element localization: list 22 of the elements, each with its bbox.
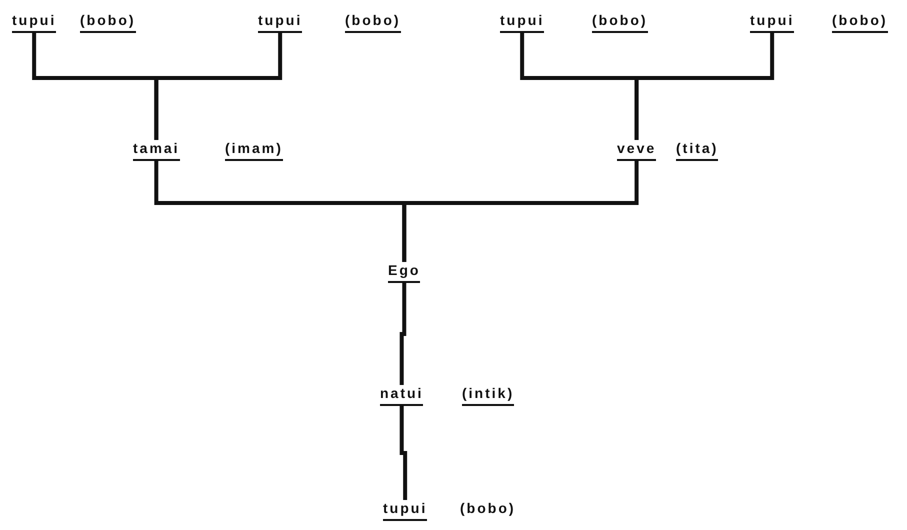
- alternate-term: (tita): [676, 140, 718, 161]
- kin-term: natui: [380, 385, 424, 406]
- alternate-term: (bobo): [832, 12, 888, 33]
- kinship-line: [400, 406, 408, 500]
- kinship-line: [154, 33, 282, 140]
- kin-term: veve: [617, 140, 656, 161]
- alternate-term: (bobo): [80, 12, 136, 33]
- kin-term: tupui: [383, 500, 428, 521]
- kinship-line: [400, 283, 406, 385]
- alternate-term: (bobo): [592, 12, 648, 33]
- kin-term: tupui: [258, 12, 302, 33]
- kinship-line: [402, 161, 639, 262]
- kin-term: Ego: [388, 262, 420, 283]
- alternate-term: (bobo): [345, 12, 401, 33]
- kin-term: tupui: [750, 12, 794, 33]
- kin-term: tupui: [500, 12, 544, 33]
- kinship-line: [634, 33, 774, 140]
- alternate-term: (bobo): [460, 500, 516, 518]
- kin-term: tamai: [133, 140, 180, 161]
- kin-term: tupui: [12, 12, 56, 33]
- alternate-term: (intik): [462, 385, 514, 406]
- alternate-term: (imam): [225, 140, 283, 161]
